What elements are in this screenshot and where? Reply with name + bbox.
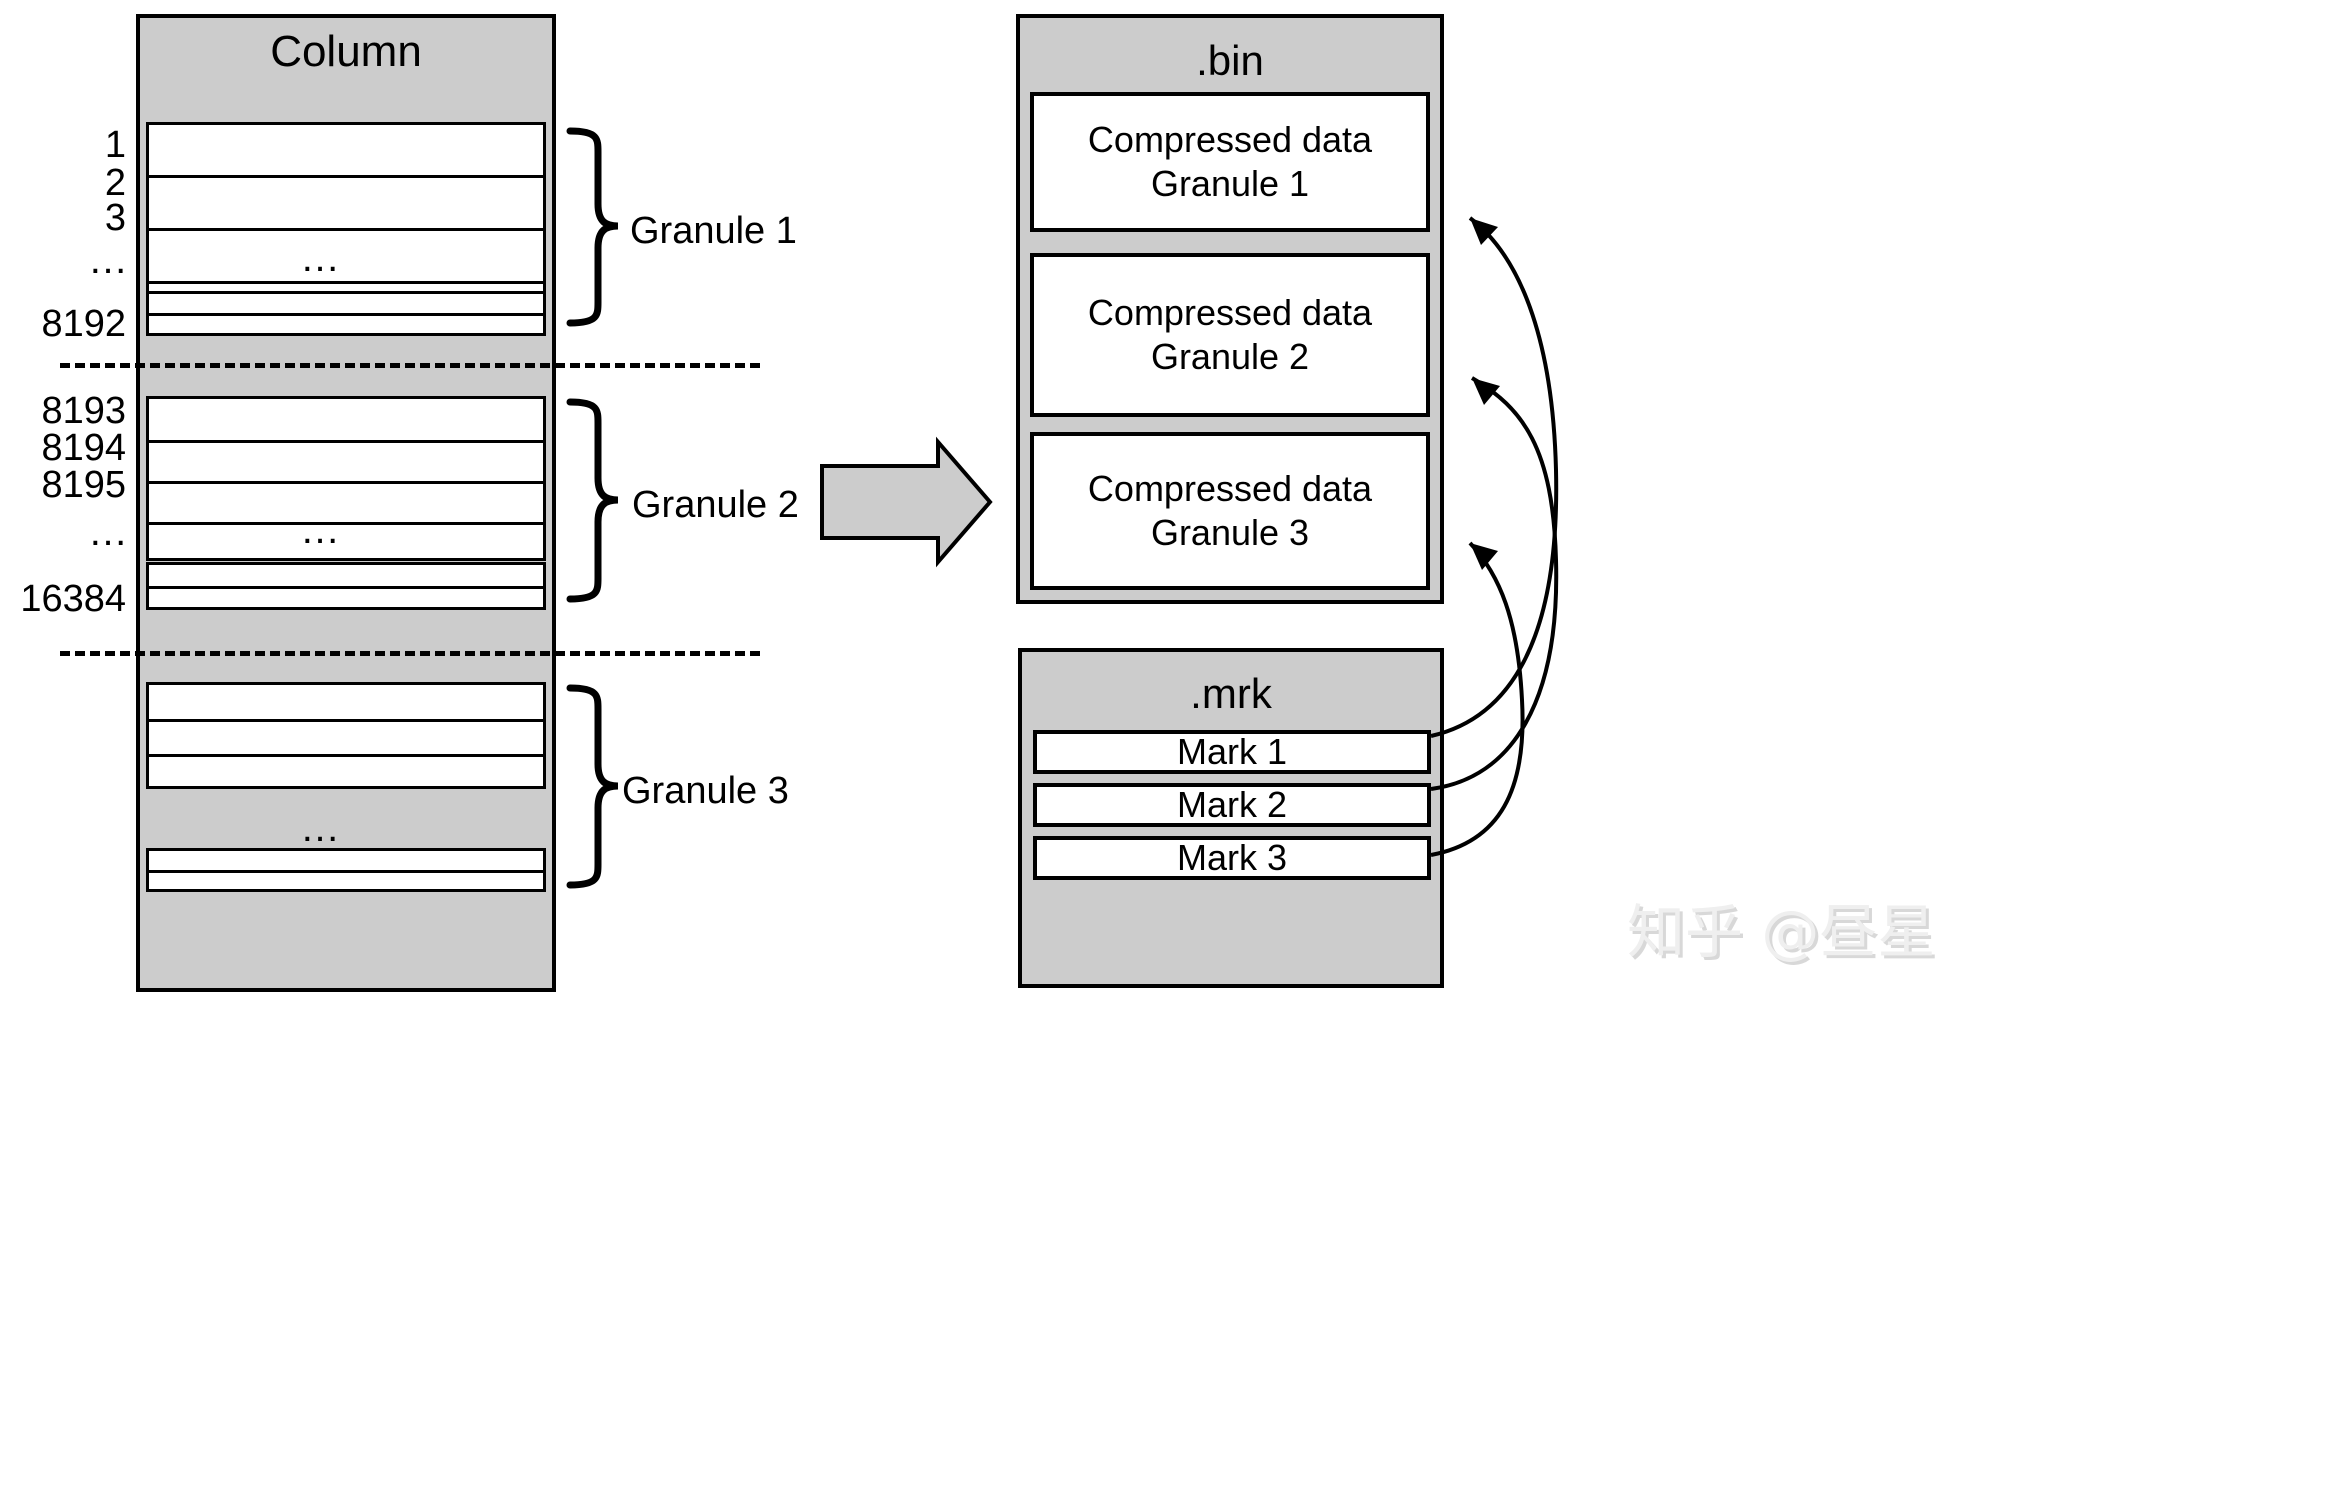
granule-brace-2 (566, 398, 619, 603)
row-index-ellipsis-g1: … (88, 238, 131, 282)
row-index-3: 3 (104, 197, 126, 239)
mark2-to-granule2-connector (1430, 376, 1559, 791)
granule1-rows-bottom (146, 291, 546, 336)
bin-block-granule-2: Compressed data Granule 2 (1030, 253, 1430, 417)
mark1-to-granule1-connector (1430, 216, 1559, 738)
bin-block-line1-3: Compressed data (1087, 468, 1373, 510)
granule-brace-3 (566, 684, 619, 889)
granule-separator-2 (60, 651, 760, 656)
bin-block-line2-1: Granule 1 (1150, 163, 1310, 204)
row-index-1: 1 (104, 124, 126, 166)
bin-block-text-2: Compressed data Granule 2 (1088, 291, 1372, 379)
bin-block-text-1: Compressed data Granule 1 (1088, 118, 1372, 206)
bin-block-granule-3: Compressed data Granule 3 (1030, 432, 1430, 590)
bin-block-line1-2: Compressed data (1087, 292, 1373, 334)
granule-label-1: Granule 1 (630, 210, 797, 252)
watermark-zhihu: 知乎 @昼星 (1627, 898, 1936, 966)
bin-block-line2-2: Granule 2 (1150, 336, 1310, 377)
mrk-file-title: .mrk (1190, 670, 1272, 717)
row-index-16384: 16384 (20, 578, 126, 620)
row-index-8193: 8193 (41, 390, 126, 432)
bin-file-title: .bin (1196, 37, 1264, 84)
row-index-8192: 8192 (41, 303, 126, 345)
row-index-ellipsis-g2: … (88, 510, 131, 554)
column-title: Column (270, 27, 422, 76)
mark-block-3: Mark 3 (1033, 836, 1431, 880)
column-inline-ellipsis-g2: … (300, 508, 343, 552)
mark-block-2: Mark 2 (1033, 783, 1431, 827)
mark3-to-granule3-connector (1430, 541, 1525, 857)
row-index-8195: 8195 (41, 464, 126, 506)
granule-label-2: Granule 2 (632, 484, 799, 526)
mark-block-1: Mark 1 (1033, 730, 1431, 774)
row-index-2: 2 (104, 162, 126, 204)
bin-block-line2-3: Granule 3 (1150, 512, 1310, 553)
granule-separator-1 (60, 363, 760, 368)
row-index-8194: 8194 (41, 427, 126, 469)
granule3-rows-top (146, 682, 546, 789)
bin-block-line1-1: Compressed data (1087, 119, 1373, 161)
transform-arrow-icon (820, 436, 993, 568)
bin-block-granule-1: Compressed data Granule 1 (1030, 92, 1430, 232)
bin-block-text-3: Compressed data Granule 3 (1088, 467, 1372, 555)
granule-brace-1 (566, 127, 619, 327)
granule3-rows-bottom (146, 848, 546, 892)
column-inline-ellipsis-g3: … (300, 806, 343, 850)
granule-label-3: Granule 3 (622, 770, 789, 812)
granule2-rows-bottom (146, 562, 546, 610)
granule2-rows-top (146, 396, 546, 561)
column-inline-ellipsis-g1: … (300, 236, 343, 280)
